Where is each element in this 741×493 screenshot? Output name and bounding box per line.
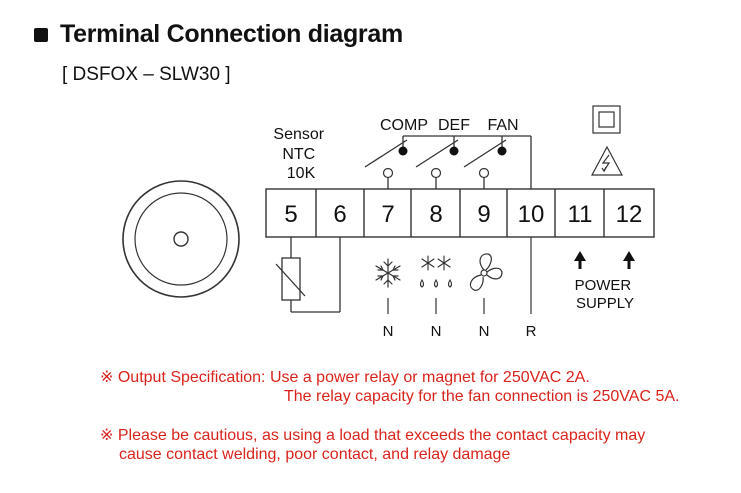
- power-supply-label: POWER SUPPLY: [575, 277, 636, 312]
- neutral-label-def: N: [431, 323, 442, 340]
- ntc-sensor-wiring: [275, 237, 341, 313]
- relay-label-fan: FAN: [487, 117, 518, 134]
- heading-bullet-icon: [34, 27, 48, 42]
- terminal-7: 7: [381, 201, 394, 228]
- neutral-label-fan: N: [479, 323, 490, 340]
- r-label: R: [526, 323, 537, 340]
- caution-note: ※ Please be cautious, as using a load th…: [100, 427, 646, 444]
- output-spec-note: ※ Output Specification: Use a power rela…: [100, 369, 590, 386]
- terminal-6: 6: [333, 201, 346, 228]
- relay-label-comp: COMP: [380, 117, 428, 134]
- terminal-block: [265, 188, 655, 238]
- relay-switch-comp: [364, 139, 408, 189]
- relay-switch-fan: [463, 139, 507, 189]
- neutral-lines: [387, 237, 532, 314]
- sensor-label: Sensor NTC 10K: [273, 126, 328, 182]
- double-insulation-icon: [592, 105, 621, 134]
- probe-icon: [122, 180, 240, 298]
- defrost-icon: [419, 255, 453, 288]
- power-supply-line1: POWER: [575, 277, 632, 294]
- section-heading: Terminal Connection diagram: [34, 20, 403, 49]
- power-arrow-12-icon: [623, 251, 635, 269]
- power-supply-line2: SUPPLY: [576, 295, 634, 312]
- high-voltage-warning-icon: [590, 145, 624, 176]
- compressor-snowflake-icon: [375, 258, 401, 288]
- page-title: Terminal Connection diagram: [60, 20, 403, 48]
- power-arrow-11-icon: [574, 251, 586, 269]
- sensor-label-line1: Sensor: [273, 126, 324, 143]
- relay-label-def: DEF: [438, 117, 470, 134]
- fan-relay-capacity-note: The relay capacity for the fan connectio…: [284, 388, 680, 405]
- terminal-11: 11: [568, 201, 593, 228]
- neutral-label-comp: N: [383, 323, 394, 340]
- caution-note-continued: cause contact welding, poor contact, and…: [119, 446, 511, 463]
- fan-icon: [469, 253, 503, 291]
- sensor-label-line3: 10K: [287, 165, 316, 182]
- terminal-numbers: 5 6 7 8 9 10 11 12: [284, 201, 642, 228]
- terminal-9: 9: [477, 201, 490, 228]
- terminal-5: 5: [284, 201, 297, 228]
- model-name: [ DSFOX – SLW30 ]: [62, 64, 231, 85]
- sensor-label-line2: NTC: [282, 146, 315, 163]
- terminal-8: 8: [429, 201, 442, 228]
- relay-switch-def: [415, 139, 459, 189]
- terminal-12: 12: [616, 201, 643, 228]
- terminal-10: 10: [518, 201, 545, 228]
